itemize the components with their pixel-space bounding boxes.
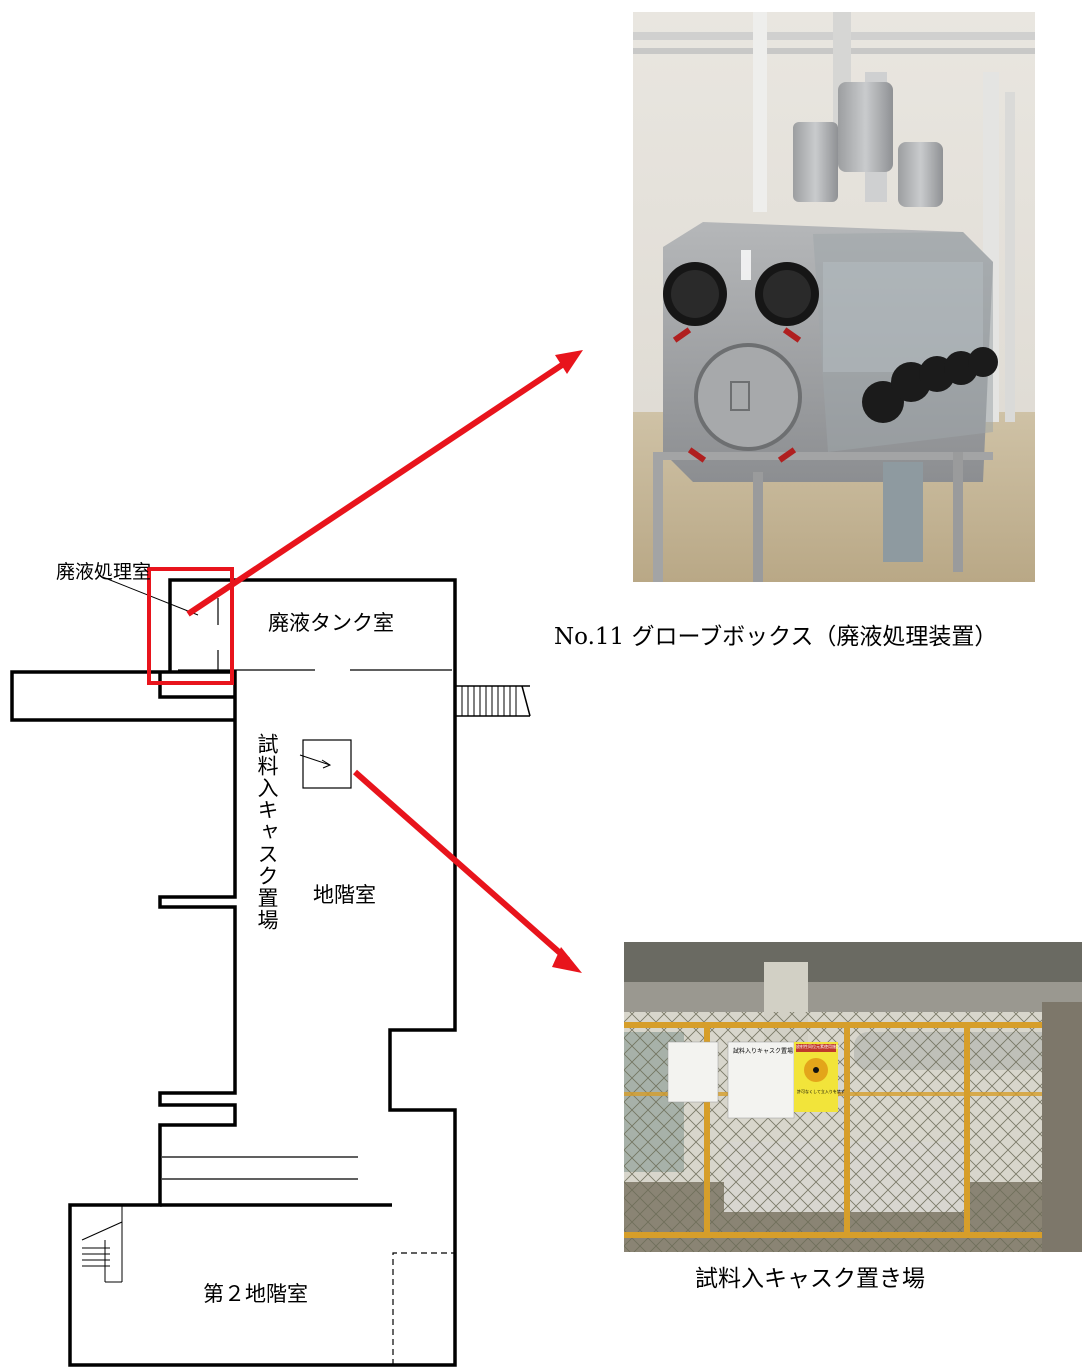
building-outline bbox=[10, 578, 457, 1367]
cask-storage-photo: 試料入りキャスク置場 放射性同位元素使用施設 許可なくして立入りを禁ず bbox=[624, 942, 1082, 1252]
arrow-to-glovebox bbox=[186, 362, 564, 617]
second-basement-room-label: 第２地階室 bbox=[203, 1282, 308, 1306]
cask-pointer-head bbox=[321, 759, 332, 769]
stairs-right bbox=[455, 685, 531, 717]
stairs-left bbox=[81, 1205, 123, 1283]
cask-sign-title: 試料入りキャスク置場 bbox=[733, 1048, 794, 1055]
arrow-head-glovebox bbox=[555, 350, 583, 374]
highlight-box bbox=[147, 567, 234, 685]
cask-storage-caption: 試料入キャスク置き場 bbox=[695, 1266, 925, 1292]
basement-room-label: 地階室 bbox=[313, 883, 376, 907]
glovebox-photo bbox=[633, 12, 1035, 582]
arrow-head-cask bbox=[552, 947, 582, 973]
cask-storage-box bbox=[302, 739, 352, 789]
dashed-area bbox=[392, 1252, 455, 1365]
radiation-warning-sign: 許可なくして立入りを禁ず bbox=[797, 1089, 845, 1094]
glovebox-caption: No.11 グローブボックス（廃液処理装置） bbox=[554, 624, 998, 650]
controlled-area-sign: 放射性同位元素使用施設 bbox=[796, 1044, 840, 1049]
cask-pointer-line bbox=[299, 754, 331, 766]
waste-treatment-room-label: 廃液処理室 bbox=[56, 561, 152, 583]
cask-storage-label: 試料入キャスク置場 bbox=[255, 733, 279, 931]
waste-tank-room-label: 廃液タンク室 bbox=[268, 611, 394, 635]
arrow-to-cask bbox=[353, 769, 570, 963]
